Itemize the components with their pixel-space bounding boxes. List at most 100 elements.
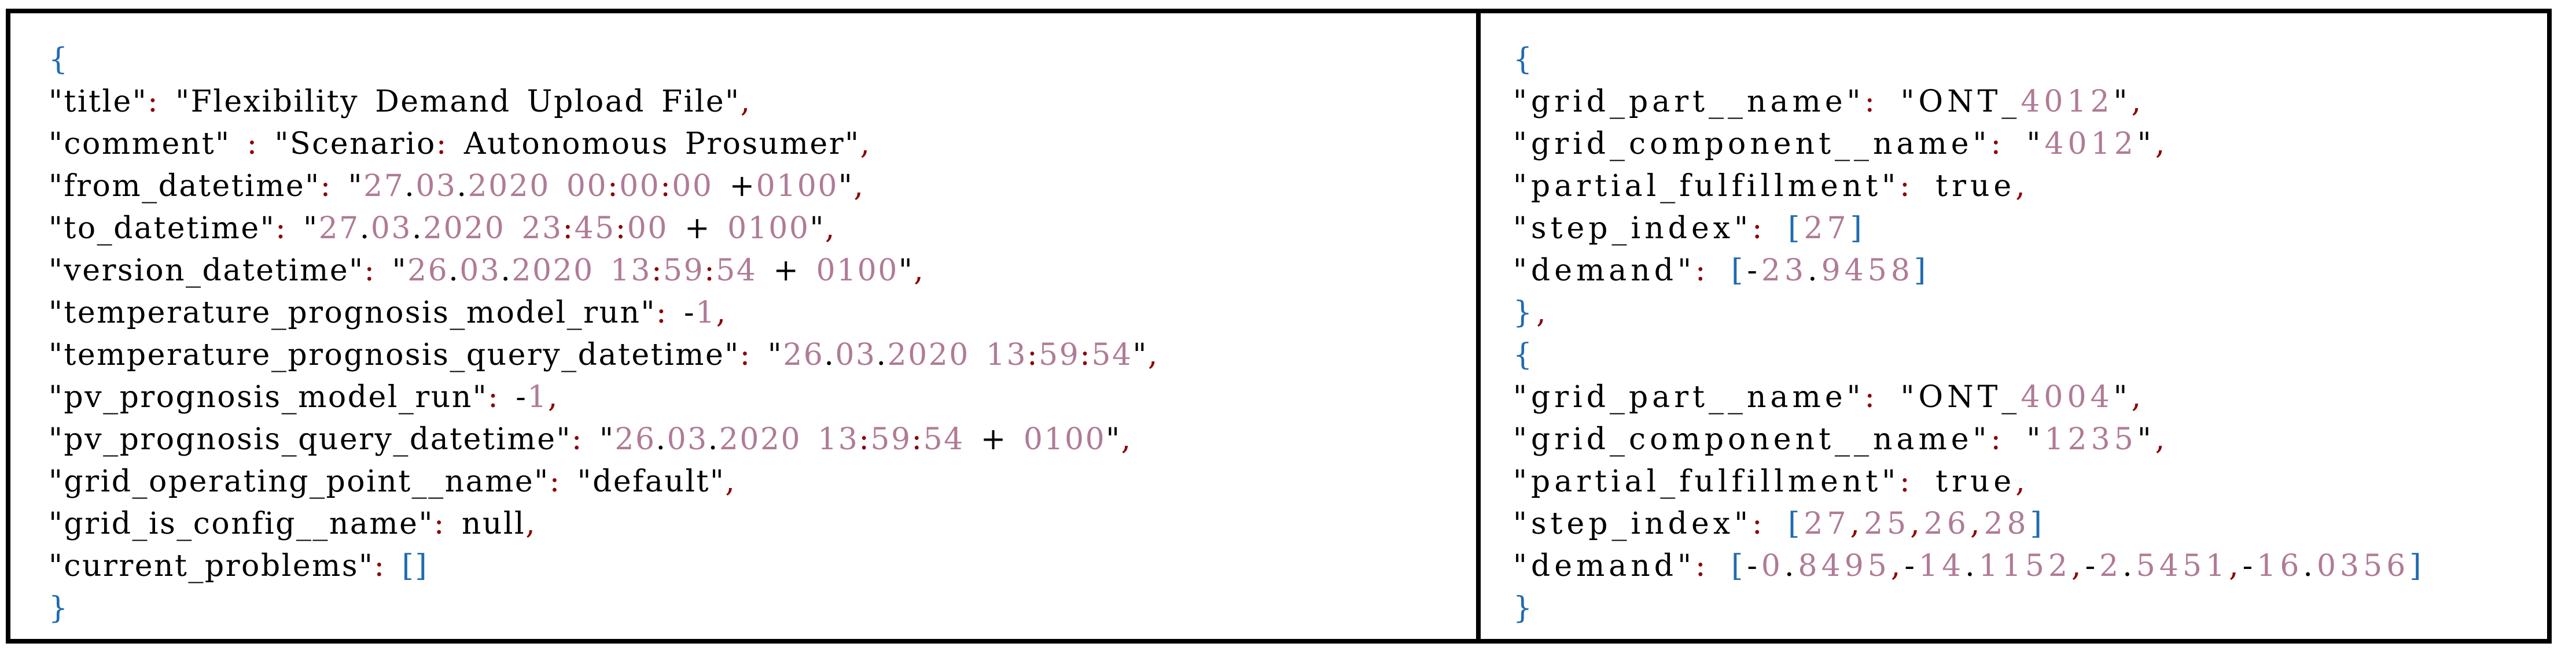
code-token: , <box>860 127 871 161</box>
code-line: "title": "Flexibility Demand Upload File… <box>49 81 1476 123</box>
code-token: . <box>411 211 423 246</box>
code-token: - <box>1747 549 1761 583</box>
code-token: ] <box>2409 549 2426 583</box>
code-line: { <box>1513 39 2547 81</box>
code-line: "to_datetime": "27.03.2020 23:45:00 + 01… <box>49 208 1476 250</box>
code-token: 13 <box>985 338 1028 372</box>
code-token: , <box>740 84 752 119</box>
code-token: 28 <box>1983 507 2030 541</box>
code-token: . <box>359 211 371 246</box>
code-token: , <box>547 380 559 415</box>
code-token: "current_problems" <box>49 549 374 583</box>
code-token: : <box>1752 507 1767 541</box>
code-token: } <box>1513 295 1537 330</box>
code-token: : <box>436 127 448 161</box>
code-token: , <box>2071 549 2085 583</box>
code-token: " <box>751 338 783 372</box>
code-token: , <box>2229 549 2243 583</box>
json-listing-figure: { "title": "Flexibility Demand Upload Fil… <box>6 9 2552 644</box>
code-token: : <box>571 422 583 457</box>
code-token: "step_index" <box>1513 507 1752 541</box>
code-token: : <box>1027 338 1039 372</box>
code-token: 25 <box>1864 507 1911 541</box>
code-token: 23 <box>521 211 563 246</box>
code-token <box>1767 211 1789 246</box>
code-token: : <box>911 422 923 457</box>
json-panel-flexibility-demand-objects: {"grid_part__name": "ONT_4012","grid_com… <box>1476 13 2547 639</box>
code-token: 2020 <box>887 338 970 372</box>
code-line: "step_index": [27,25,26,28] <box>1513 503 2547 545</box>
code-token: " <box>2113 84 2132 119</box>
code-token: , <box>2131 84 2146 119</box>
code-token: : <box>364 253 376 288</box>
code-token: "Scenario <box>258 127 436 161</box>
code-token: "comment" <box>49 127 247 161</box>
code-line: "pv_prognosis_model_run": -1, <box>49 376 1476 419</box>
code-token: 8495 <box>1798 549 1891 583</box>
code-token: - <box>1904 549 1919 583</box>
code-line: "current_problems": [] <box>49 545 1476 587</box>
code-token: 9458 <box>1821 253 1914 288</box>
code-token: ] <box>2030 507 2046 541</box>
code-line: "grid_part__name": "ONT_4004", <box>1513 376 2547 419</box>
code-token: . <box>1965 549 1979 583</box>
code-line: "version_datetime": "26.03.2020 13:59:54… <box>49 250 1476 292</box>
code-token: "grid_operating_point__name" <box>49 464 550 499</box>
code-token: 2 <box>2099 549 2123 583</box>
code-token: 13 <box>818 422 859 457</box>
code-token: . <box>501 253 512 288</box>
code-token: " <box>2005 422 2045 457</box>
code-token: " <box>1106 422 1121 457</box>
code-line: { <box>1513 334 2547 376</box>
code-token: , <box>2015 464 2029 499</box>
code-token: - <box>499 380 528 415</box>
code-token: , <box>1890 549 1905 583</box>
code-token <box>594 253 610 288</box>
code-token: : <box>1695 549 1710 583</box>
code-token: "grid_part__name" <box>1513 84 1865 119</box>
code-token: 1152 <box>1978 549 2072 583</box>
code-token: , <box>825 211 836 246</box>
code-token: 03 <box>835 338 877 372</box>
code-token: : <box>1752 211 1767 246</box>
code-token: "demand" <box>1513 549 1695 583</box>
code-token <box>1767 507 1789 541</box>
code-token: "partial_fulfillment" <box>1513 169 1900 204</box>
code-token: } <box>49 591 69 626</box>
code-token: : <box>859 422 871 457</box>
code-token: : <box>660 169 672 204</box>
code-token: "step_index" <box>1513 211 1752 246</box>
code-token <box>801 422 818 457</box>
code-token: 13 <box>610 253 652 288</box>
code-token: 4012 <box>2044 127 2137 161</box>
code-token: : <box>739 338 752 372</box>
code-token: : <box>1900 464 1914 499</box>
code-token: 4004 <box>2021 380 2114 415</box>
code-line: "grid_component__name": "4012", <box>1513 123 2547 165</box>
code-token: [] <box>402 549 429 583</box>
code-token: , <box>1121 422 1132 457</box>
code-token: "title" <box>49 84 148 119</box>
code-token: "from_datetime" <box>49 169 321 204</box>
code-token: - <box>667 295 696 330</box>
code-line: "grid_component__name": "1235", <box>1513 419 2547 461</box>
code-token: Autonomous Prosumer" <box>447 127 860 161</box>
code-token <box>1710 549 1732 583</box>
code-token: . <box>1784 549 1798 583</box>
code-line: } <box>49 587 1476 630</box>
code-token <box>550 169 566 204</box>
code-token: : <box>608 169 620 204</box>
code-token: : <box>562 211 575 246</box>
code-token: 4012 <box>2021 84 2114 119</box>
code-token: 27 <box>1804 507 1850 541</box>
code-token: 0100 <box>727 211 810 246</box>
code-line: "grid_part__name": "ONT_4012", <box>1513 81 2547 123</box>
code-token: "default" <box>561 464 726 499</box>
code-token: : <box>1080 338 1092 372</box>
code-token: 23 <box>1761 253 1808 288</box>
code-token: - <box>2085 549 2100 583</box>
code-token: " <box>809 211 825 246</box>
code-token: 26 <box>407 253 449 288</box>
code-token: "to_datetime" <box>49 211 276 246</box>
code-token: , <box>853 169 865 204</box>
